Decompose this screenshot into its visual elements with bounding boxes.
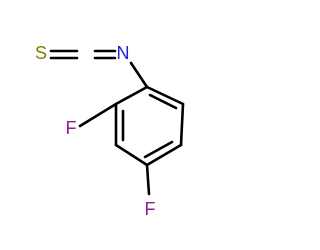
isothiocyanate-group [49, 49, 149, 89]
ring-double-bond-inner-1 [148, 93, 178, 110]
nitrogen-label: N [117, 43, 130, 63]
benzene-ring [114, 85, 185, 167]
fluorine-para-label: F [145, 199, 156, 219]
fluorine-ortho-label: F [66, 118, 77, 138]
bond-ring-f-para [145, 163, 151, 196]
ring-bond-2 [179, 102, 185, 147]
sulfur-label: S [35, 43, 47, 63]
bond-ring-f-ortho [78, 102, 118, 128]
ring-bond-6 [114, 85, 149, 106]
ring-bond-4 [114, 143, 149, 167]
ring-bond-3 [145, 143, 183, 167]
molecule-diagram: S N F F [35, 43, 185, 219]
ring-double-bond-inner-2 [143, 140, 174, 159]
structure-canvas: S N F F [34, 42, 185, 219]
bond-n-ring [129, 61, 149, 89]
ring-bond-1 [145, 85, 185, 106]
